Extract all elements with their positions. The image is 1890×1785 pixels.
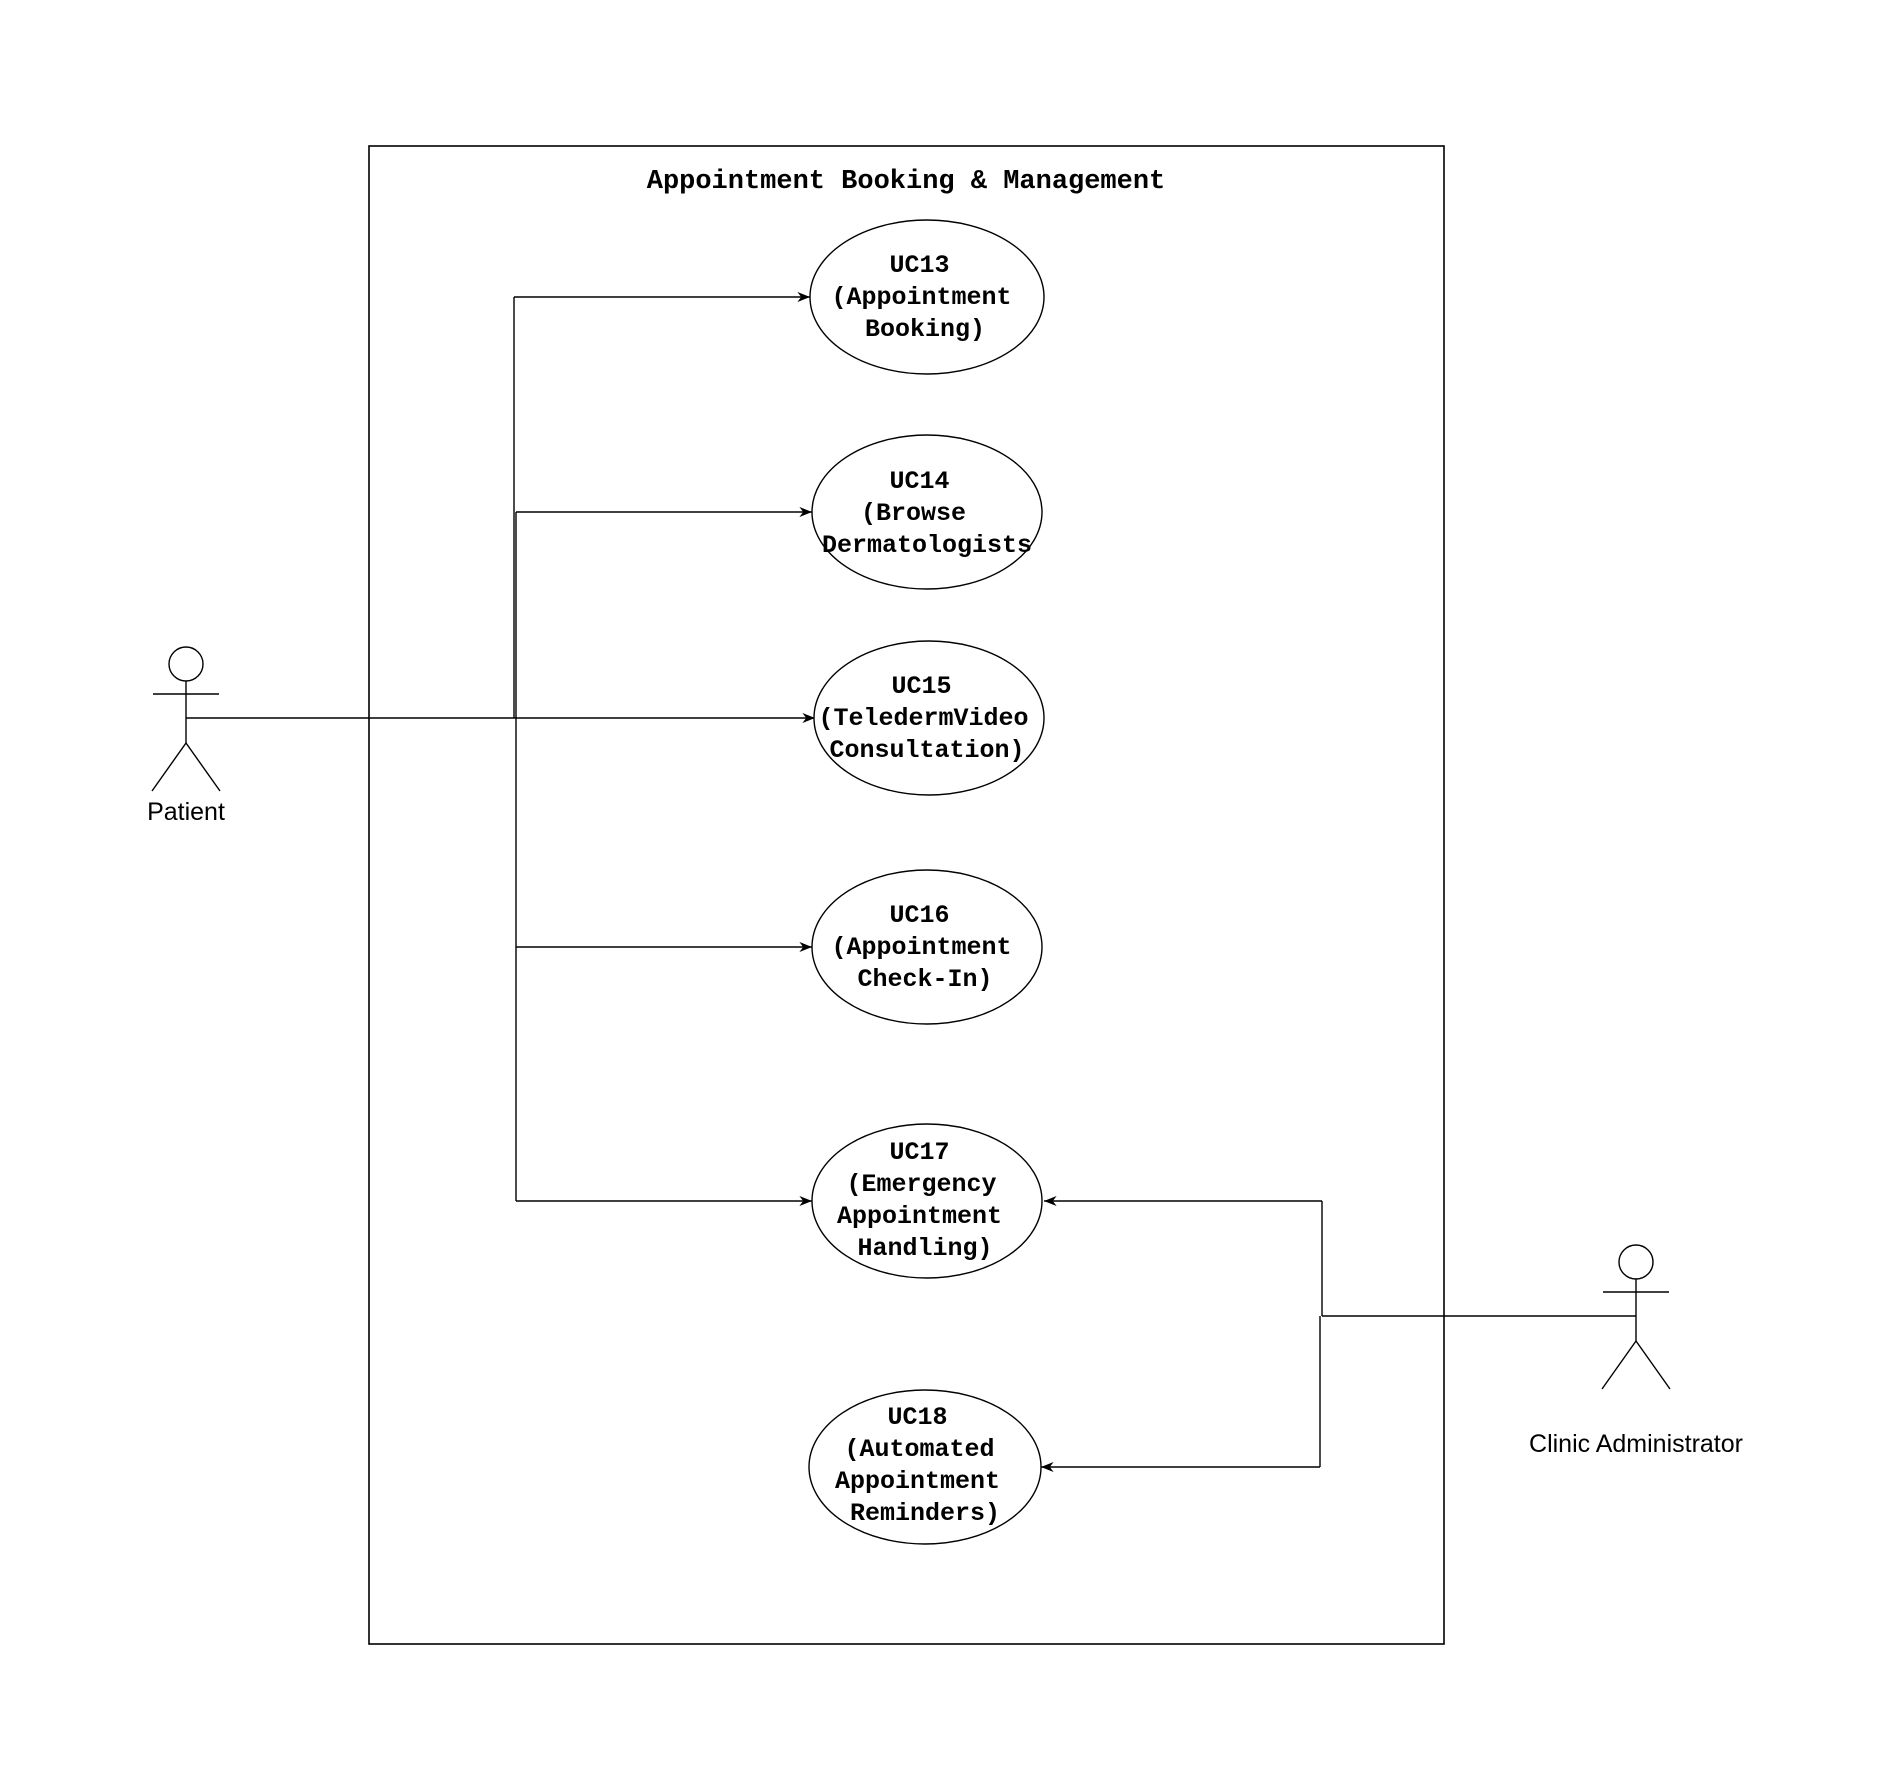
use-case-label: UC14 (Browse Dermatologists [822,467,1032,560]
uc13-line-2: (Appointment [831,283,1011,312]
use-case-ellipse [811,434,1043,590]
use-case-label: UC17 (Emergency Appointment Handling) [837,1138,1017,1263]
stick-figure-icon [1601,1244,1671,1390]
use-case-ellipse [811,1123,1043,1279]
uc18-line-3: Appointment [835,1467,1000,1496]
actor-patient[interactable]: Patient [147,646,225,826]
uc16-line-3: Check-In) [857,965,992,994]
use-case-label: UC13 (Appointment Booking) [831,251,1026,344]
uc18-line-2: (Automated [844,1435,994,1464]
use-case-uc14[interactable]: UC14 (Browse Dermatologists [811,434,1043,590]
uc16-line-2: (Appointment [831,933,1011,962]
uc15-line-1: UC15 [891,672,951,701]
uc15-line-3: Consultation) [829,736,1024,765]
use-case-uc15[interactable]: UC15 (TeledermVideo Consultation) [813,640,1045,796]
stick-figure-icon [151,646,221,792]
use-case-ellipse [809,219,1045,375]
uc14-line-3: Dermatologists [822,531,1032,560]
uc13-line-1: UC13 [889,251,949,280]
use-case-ellipse [808,1389,1042,1545]
uc17-line-4: Handling) [857,1234,992,1263]
actor-label-clinic-administrator: Clinic Administrator [1529,1430,1743,1458]
admin-connectors [1041,1195,1636,1473]
use-case-uc16[interactable]: UC16 (Appointment Check-In) [811,869,1043,1025]
use-case-label: UC18 (Automated Appointment Reminders) [835,1403,1015,1528]
uc18-line-4: Reminders) [850,1499,1000,1528]
uc16-line-1: UC16 [889,901,949,930]
patient-connectors [186,291,815,1207]
use-case-uc13[interactable]: UC13 (Appointment Booking) [809,219,1045,375]
actor-clinic-administrator[interactable]: Clinic Administrator [1529,1244,1743,1458]
uc17-line-2: (Emergency [846,1170,996,1199]
use-case-ellipse [813,640,1045,796]
use-case-label: UC15 (TeledermVideo Consultation) [818,672,1043,765]
use-case-label: UC16 (Appointment Check-In) [831,901,1026,994]
use-case-ellipse [811,869,1043,1025]
use-case-uc17[interactable]: UC17 (Emergency Appointment Handling) [811,1123,1043,1279]
use-case-uc18[interactable]: UC18 (Automated Appointment Reminders) [808,1389,1042,1545]
uc13-line-3: Booking) [865,315,985,344]
uc14-line-2: (Browse [861,499,966,528]
uc17-line-1: UC17 [889,1138,949,1167]
uc15-line-2: (TeledermVideo [818,704,1028,733]
uc17-line-3: Appointment [837,1202,1002,1231]
actor-label-patient: Patient [147,798,225,826]
uc14-line-1: UC14 [889,467,949,496]
system-boundary-title: Appointment Booking & Management [647,167,1165,197]
uc18-line-1: UC18 [887,1403,947,1432]
